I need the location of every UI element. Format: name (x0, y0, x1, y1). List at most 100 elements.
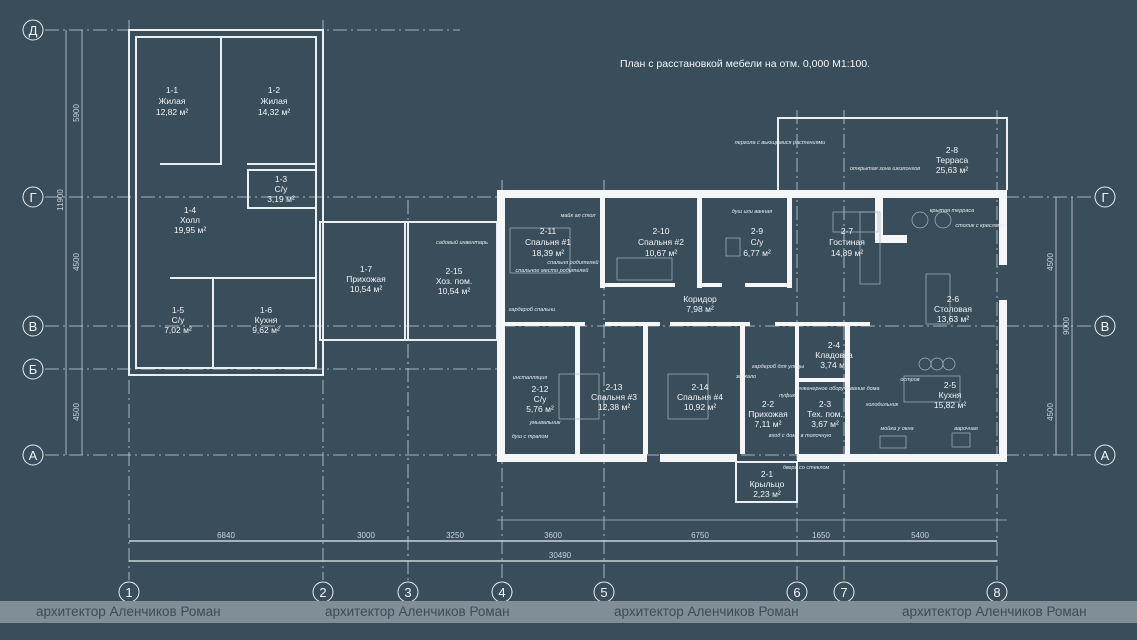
svg-text:18,39 м²: 18,39 м² (532, 248, 564, 258)
axis-label: Б (29, 362, 38, 377)
svg-text:Столовая: Столовая (934, 304, 972, 314)
svg-text:дверь со стеклом: дверь со стеклом (783, 465, 830, 471)
svg-text:2-5: 2-5 (944, 380, 957, 390)
svg-text:1-4: 1-4 (184, 205, 197, 215)
svg-text:умывальник: умывальник (529, 420, 561, 426)
svg-text:12,38 м²: 12,38 м² (598, 402, 630, 412)
svg-text:С/у: С/у (275, 184, 289, 194)
svg-text:Спальня #2: Спальня #2 (638, 237, 684, 247)
svg-text:10,92 м²: 10,92 м² (684, 402, 716, 412)
svg-text:спальное место родителей: спальное место родителей (516, 267, 589, 274)
svg-text:Коридор: Коридор (683, 294, 717, 304)
svg-text:Жилая: Жилая (159, 96, 186, 106)
architect-signature: архитектор Аленчиков Роман (902, 604, 1087, 619)
architect-signature: архитектор Аленчиков Роман (614, 604, 799, 619)
svg-text:6,77 м²: 6,77 м² (743, 248, 771, 258)
svg-text:14,32 м²: 14,32 м² (258, 107, 290, 117)
svg-text:2-6: 2-6 (947, 294, 960, 304)
svg-text:остров: остров (900, 377, 919, 383)
axis-label: В (1101, 319, 1110, 334)
svg-text:Кухня: Кухня (255, 315, 278, 325)
svg-text:2-2: 2-2 (762, 399, 775, 409)
svg-text:2,23 м²: 2,23 м² (753, 489, 781, 499)
dim-label: 1650 (812, 531, 830, 540)
svg-text:С/у: С/у (172, 315, 186, 325)
axis-label: Г (1101, 190, 1108, 205)
axis-label: Г (29, 190, 36, 205)
svg-text:7,11 м²: 7,11 м² (755, 419, 782, 429)
svg-text:спальня родителей: спальня родителей (547, 259, 598, 266)
svg-text:мойка у окна: мойка у окна (880, 425, 913, 432)
furniture-annotations: садовый инвентарь майк ап стол спальня р… (436, 140, 1005, 471)
svg-text:Кухня: Кухня (939, 390, 962, 400)
svg-text:2-10: 2-10 (652, 226, 669, 236)
svg-text:холодильник: холодильник (865, 402, 899, 408)
svg-text:7,02 м²: 7,02 м² (164, 325, 192, 335)
dim-label: 3600 (544, 531, 562, 540)
signature-band: архитектор Аленчиков Роман архитектор Ал… (0, 601, 1137, 623)
dim-label: 4500 (1046, 403, 1055, 421)
dim-label: 4500 (72, 253, 81, 271)
dim-label: 3000 (357, 531, 375, 540)
room-1-5: 1-5С/у7,02 м² (164, 305, 192, 335)
architect-signature: архитектор Аленчиков Роман (36, 604, 221, 619)
dim-label: 6840 (217, 531, 235, 540)
svg-text:вход с дома в топочную: вход с дома в топочную (769, 433, 832, 439)
svg-text:столик с креслами: столик с креслами (955, 223, 1004, 229)
svg-text:инженерное оборудование дома: инженерное оборудование дома (796, 386, 879, 392)
svg-text:15,82 м²: 15,82 м² (934, 400, 966, 410)
svg-text:1-1: 1-1 (166, 85, 179, 95)
axis-lines (45, 20, 1092, 580)
svg-text:7,98 м²: 7,98 м² (686, 304, 714, 314)
axis-label: 1 (125, 585, 132, 600)
svg-text:1-5: 1-5 (172, 305, 185, 315)
axis-label: 3 (404, 585, 411, 600)
svg-text:5,76 м²: 5,76 м² (526, 404, 554, 414)
axis-label: В (29, 319, 38, 334)
svg-text:Прихожая: Прихожая (748, 409, 788, 419)
svg-text:гардероб для улицы: гардероб для улицы (752, 364, 804, 370)
svg-text:2-15: 2-15 (445, 266, 462, 276)
room-1-3: 1-3С/у3,19 м² (267, 174, 295, 204)
svg-text:Прихожая: Прихожая (346, 274, 386, 284)
svg-text:С/у: С/у (751, 237, 765, 247)
svg-text:10,54 м²: 10,54 м² (350, 284, 382, 294)
svg-text:2-4: 2-4 (828, 340, 841, 350)
svg-text:Терраса: Терраса (936, 155, 969, 165)
svg-text:Спальня #3: Спальня #3 (591, 392, 637, 402)
svg-text:9,62 м²: 9,62 м² (252, 325, 280, 335)
svg-text:25,63 м²: 25,63 м² (936, 165, 968, 175)
svg-text:майк ап стол: майк ап стол (561, 212, 596, 219)
svg-text:зеркало: зеркало (735, 374, 756, 380)
svg-text:Хоз. пом.: Хоз. пом. (436, 276, 472, 286)
svg-text:1-6: 1-6 (260, 305, 273, 315)
axis-label: 2 (319, 585, 326, 600)
axis-label: А (29, 448, 38, 463)
axis-label: 6 (793, 585, 800, 600)
column-axis-markers: 1 2 3 4 5 6 7 8 (118, 581, 1008, 603)
svg-text:душ с трапом: душ с трапом (512, 434, 549, 440)
svg-text:1-2: 1-2 (268, 85, 281, 95)
dim-label: 6750 (691, 531, 709, 540)
dim-label: 11900 (56, 189, 65, 211)
dim-label: 9000 (1062, 317, 1071, 335)
svg-text:крытая терраса: крытая терраса (930, 208, 974, 214)
axis-label: 8 (993, 585, 1000, 600)
svg-text:открытая зона шезлонгов: открытая зона шезлонгов (850, 166, 920, 172)
svg-text:2-8: 2-8 (946, 145, 959, 155)
svg-text:садовый инвентарь: садовый инвентарь (436, 239, 488, 246)
axis-label: 7 (840, 585, 847, 600)
svg-text:19,95 м²: 19,95 м² (174, 225, 206, 235)
axis-label: А (1101, 448, 1110, 463)
